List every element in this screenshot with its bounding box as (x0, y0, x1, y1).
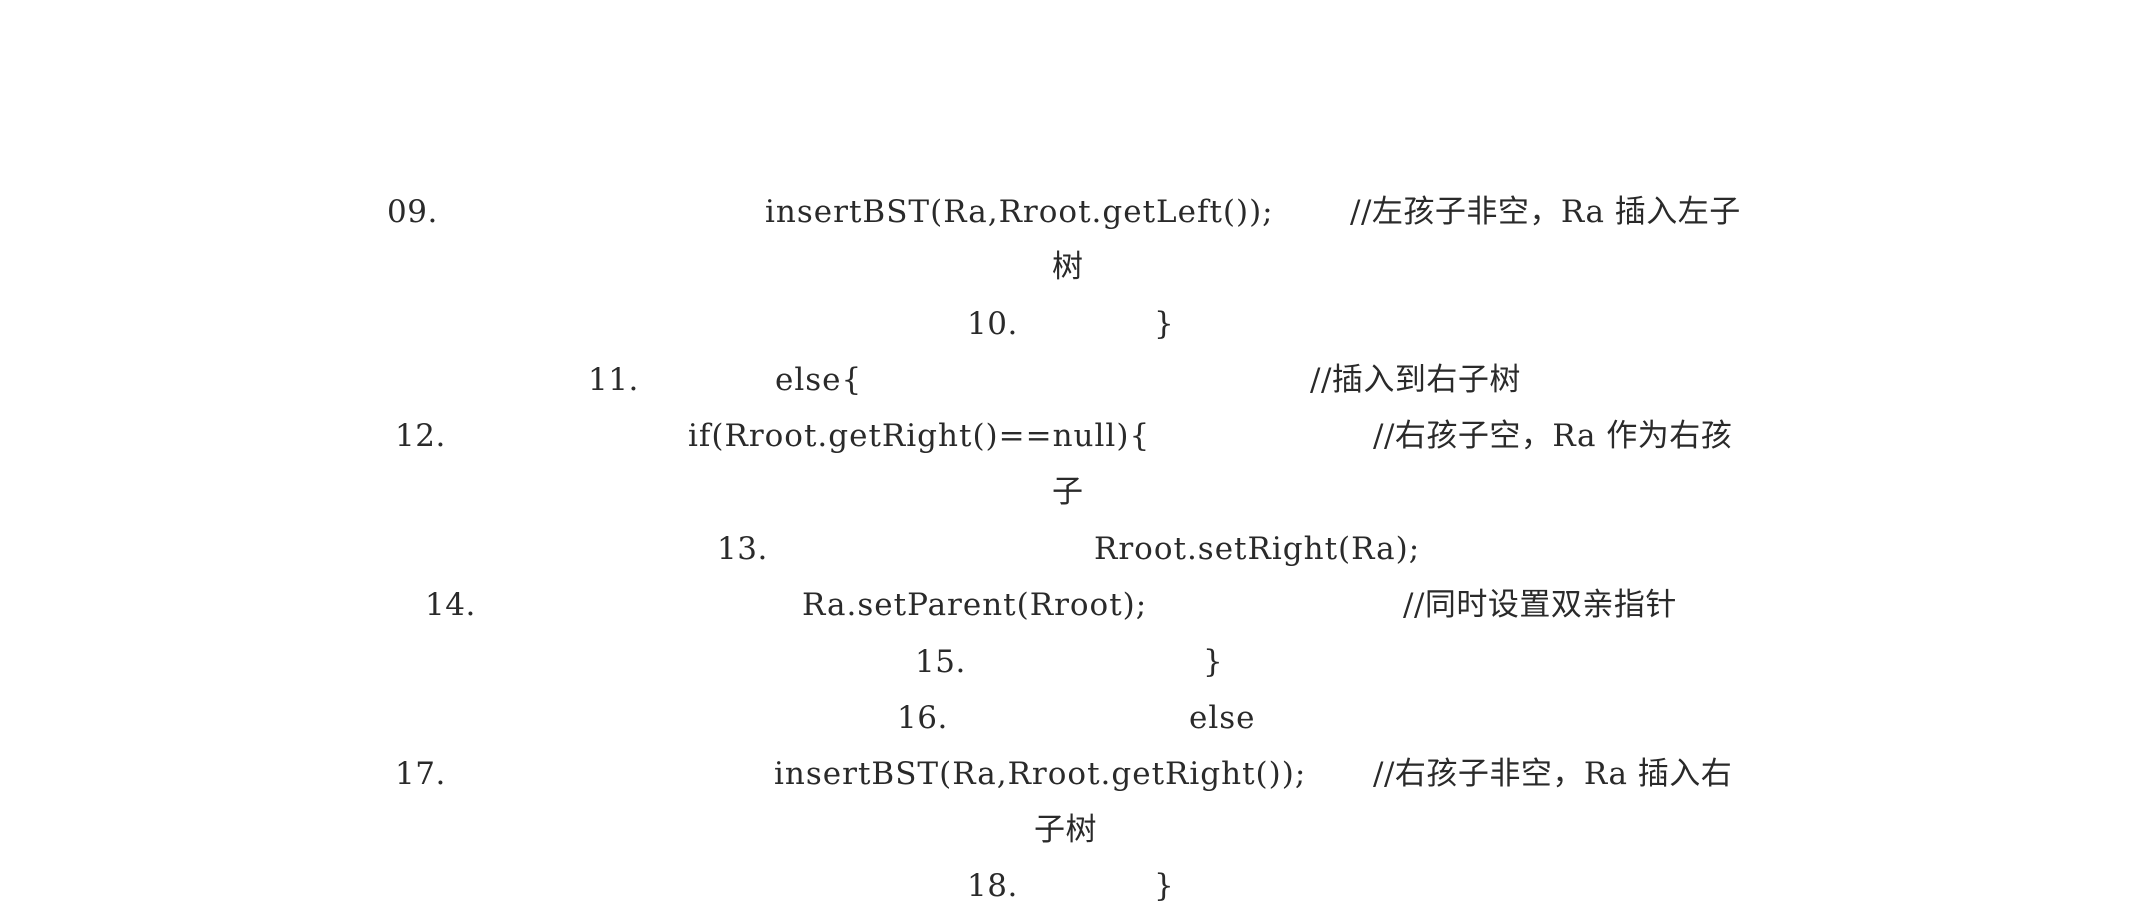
code-text: if(Rroot.getRight()==null){ (688, 418, 1151, 454)
code-comment-wrap: 子树 (1034, 812, 1097, 848)
code-text: } (1154, 868, 1175, 904)
code-comment: //右孩子空，Ra 作为右孩 (1373, 418, 1733, 454)
code-text: } (1154, 306, 1175, 342)
line-number: 18. (967, 868, 1018, 904)
line-number: 11. (588, 362, 639, 398)
code-comment-wrap: 子 (1052, 474, 1084, 510)
code-text: else{ (775, 362, 863, 398)
code-text: else (1189, 700, 1256, 736)
code-comment: //同时设置双亲指针 (1403, 587, 1677, 623)
code-text: } (1203, 644, 1224, 680)
code-comment: //左孩子非空，Ra 插入左子 (1350, 194, 1741, 230)
line-number: 16. (897, 700, 948, 736)
line-number: 15. (915, 644, 966, 680)
code-text: insertBST(Ra,Rroot.getLeft()); (765, 194, 1274, 230)
line-number: 12. (395, 418, 446, 454)
code-comment: //右孩子非空，Ra 插入右 (1373, 756, 1733, 792)
line-number: 10. (967, 306, 1018, 342)
code-text: Ra.setParent(Rroot); (802, 587, 1148, 623)
line-number: 09. (387, 194, 438, 230)
line-number: 14. (425, 587, 476, 623)
code-comment-wrap: 树 (1052, 249, 1084, 285)
line-number: 17. (395, 756, 446, 792)
code-text: Rroot.setRight(Ra); (1094, 531, 1421, 567)
code-text: insertBST(Ra,Rroot.getRight()); (774, 756, 1307, 792)
line-number: 13. (717, 531, 768, 567)
code-comment: //插入到右子树 (1310, 362, 1521, 398)
